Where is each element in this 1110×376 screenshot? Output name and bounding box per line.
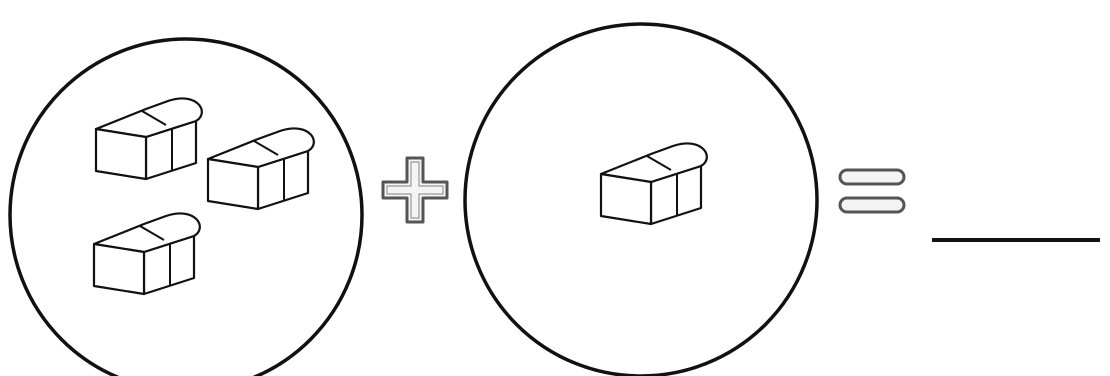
plus-icon xyxy=(383,158,447,222)
left-group-circle xyxy=(10,39,362,376)
equals-icon xyxy=(840,170,904,212)
